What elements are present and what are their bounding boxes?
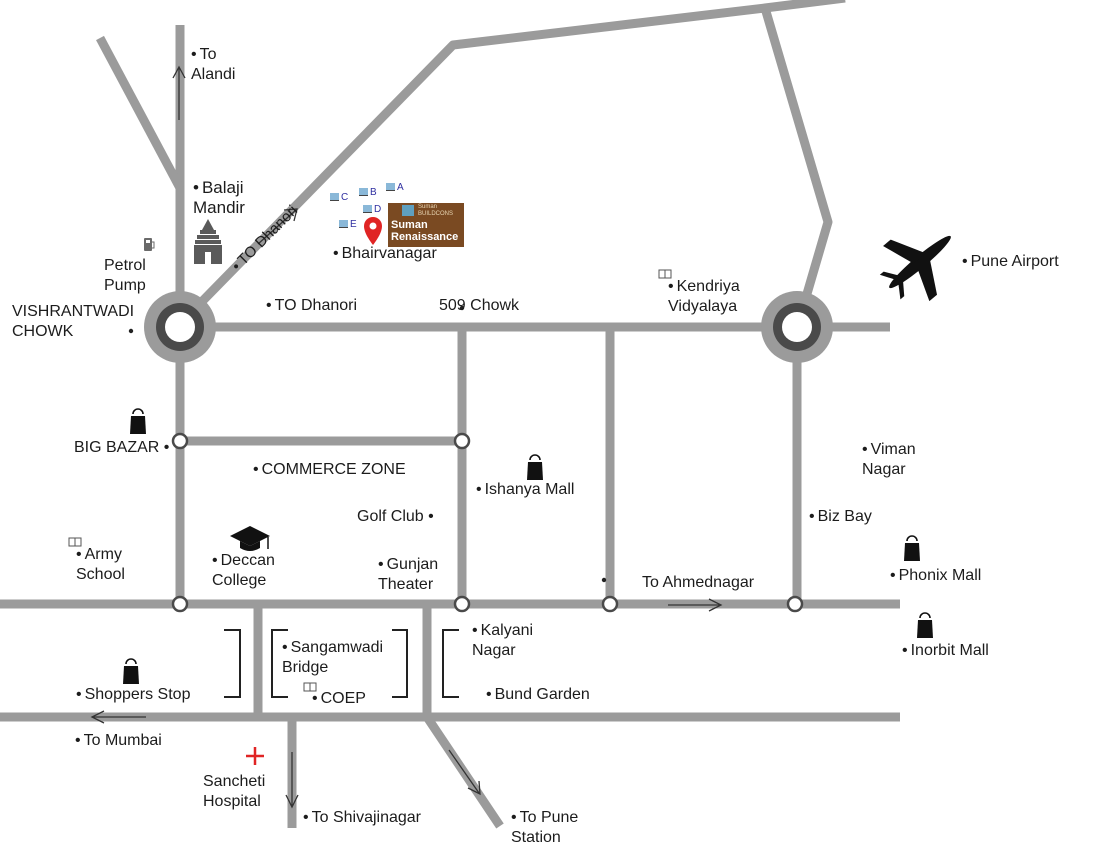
building-b: B xyxy=(359,188,377,198)
arrow-southeast-icon xyxy=(448,749,481,796)
label-kendriya-vidyalaya: Kendriya Vidyalaya xyxy=(668,277,768,317)
junction-node xyxy=(786,595,804,613)
label-sancheti-hospital: Sancheti Hospital xyxy=(203,773,266,810)
location-pin-icon xyxy=(364,217,382,245)
label-coep: COEP xyxy=(312,689,366,709)
bracket xyxy=(392,629,408,698)
label-commerce-zone: COMMERCE ZONE xyxy=(253,460,406,480)
brand-logo-icon xyxy=(402,205,414,216)
project-brand-box: Suman BUILDCONS Suman Renaissance xyxy=(388,203,464,247)
label-deccan-college: Deccan College xyxy=(212,551,292,591)
bracket xyxy=(224,629,241,698)
label-gunjan-theater: Gunjan Theater xyxy=(378,555,458,595)
label-to-alandi: To Alandi xyxy=(191,45,261,85)
label-viman-nagar: Viman Nagar xyxy=(862,440,932,480)
marker-dot xyxy=(459,305,465,311)
label-kalyani-nagar: Kalyani Nagar xyxy=(472,621,552,661)
marker-dot xyxy=(128,328,134,334)
arrow-left-icon xyxy=(90,710,146,724)
shopping-bag-icon xyxy=(130,408,146,434)
label-big-bazar: BIG BAZAR xyxy=(74,438,169,458)
label-to-dhanori: TO Dhanori xyxy=(266,296,357,316)
label-bund-garden: Bund Garden xyxy=(486,685,590,705)
label-to-pune-station: To Pune Station xyxy=(511,808,631,848)
label-biz-bay: Biz Bay xyxy=(809,507,872,527)
label-to-mumbai: To Mumbai xyxy=(75,731,162,751)
label-shoppers-stop: Shoppers Stop xyxy=(76,685,191,705)
label-sangamwadi-bridge: Sangamwadi Bridge xyxy=(282,638,402,678)
label-to-shivajinagar: To Shivajinagar xyxy=(303,808,423,828)
building-a: A xyxy=(386,183,404,193)
building-c: C xyxy=(330,193,348,203)
shopping-bag-icon xyxy=(527,454,543,480)
shopping-bag-icon xyxy=(123,658,139,684)
label-golf-club: Golf Club xyxy=(357,507,434,527)
label-petrol-pump: Petrol Pump xyxy=(104,257,146,294)
building-e: E xyxy=(339,220,357,230)
label-inorbit-mall: Inorbit Mall xyxy=(902,641,989,661)
label-army-school: Army School xyxy=(76,545,146,585)
roundabout-airport xyxy=(761,291,833,363)
junction-node xyxy=(453,432,471,450)
road-northwest xyxy=(96,35,184,191)
brand-company: Suman BUILDCONS xyxy=(418,204,454,217)
label-phonix-mall: Phonix Mall xyxy=(890,566,982,586)
label-balaji-mandir: Balaji Mandir xyxy=(193,178,273,218)
shopping-bag-icon xyxy=(904,535,920,561)
label-ishanya-mall: Ishanya Mall xyxy=(476,480,575,500)
airplane-icon xyxy=(879,235,951,302)
graduation-cap-icon xyxy=(230,526,270,551)
junction-node xyxy=(171,595,189,613)
marker-dot xyxy=(601,577,607,583)
bracket xyxy=(442,629,459,698)
junction-node xyxy=(453,595,471,613)
shopping-bag-icon xyxy=(917,612,933,638)
label-bhairvanagar: Bhairvanagar xyxy=(333,244,437,264)
arrow-up-icon xyxy=(172,65,186,120)
fuel-pump-icon xyxy=(144,238,155,251)
arrow-down-icon xyxy=(285,752,299,809)
road-top-right xyxy=(764,0,846,13)
arrow-right-icon xyxy=(668,598,723,612)
label-pune-airport: Pune Airport xyxy=(962,252,1059,272)
junction-node xyxy=(171,432,189,450)
label-509-chowk: 509 Chowk xyxy=(439,297,520,314)
roundabout-vishrantwadi xyxy=(144,291,216,363)
label-to-ahmednagar: To Ahmednagar xyxy=(642,574,755,591)
label-vishrantwadi-chowk: VISHRANTWADI CHOWK xyxy=(12,303,135,340)
junction-node xyxy=(601,595,619,613)
building-d: D xyxy=(363,205,381,215)
hospital-cross-icon xyxy=(246,747,264,765)
temple-icon xyxy=(194,219,222,264)
bracket xyxy=(271,629,288,698)
brand-project-name: Suman Renaissance xyxy=(391,219,459,243)
